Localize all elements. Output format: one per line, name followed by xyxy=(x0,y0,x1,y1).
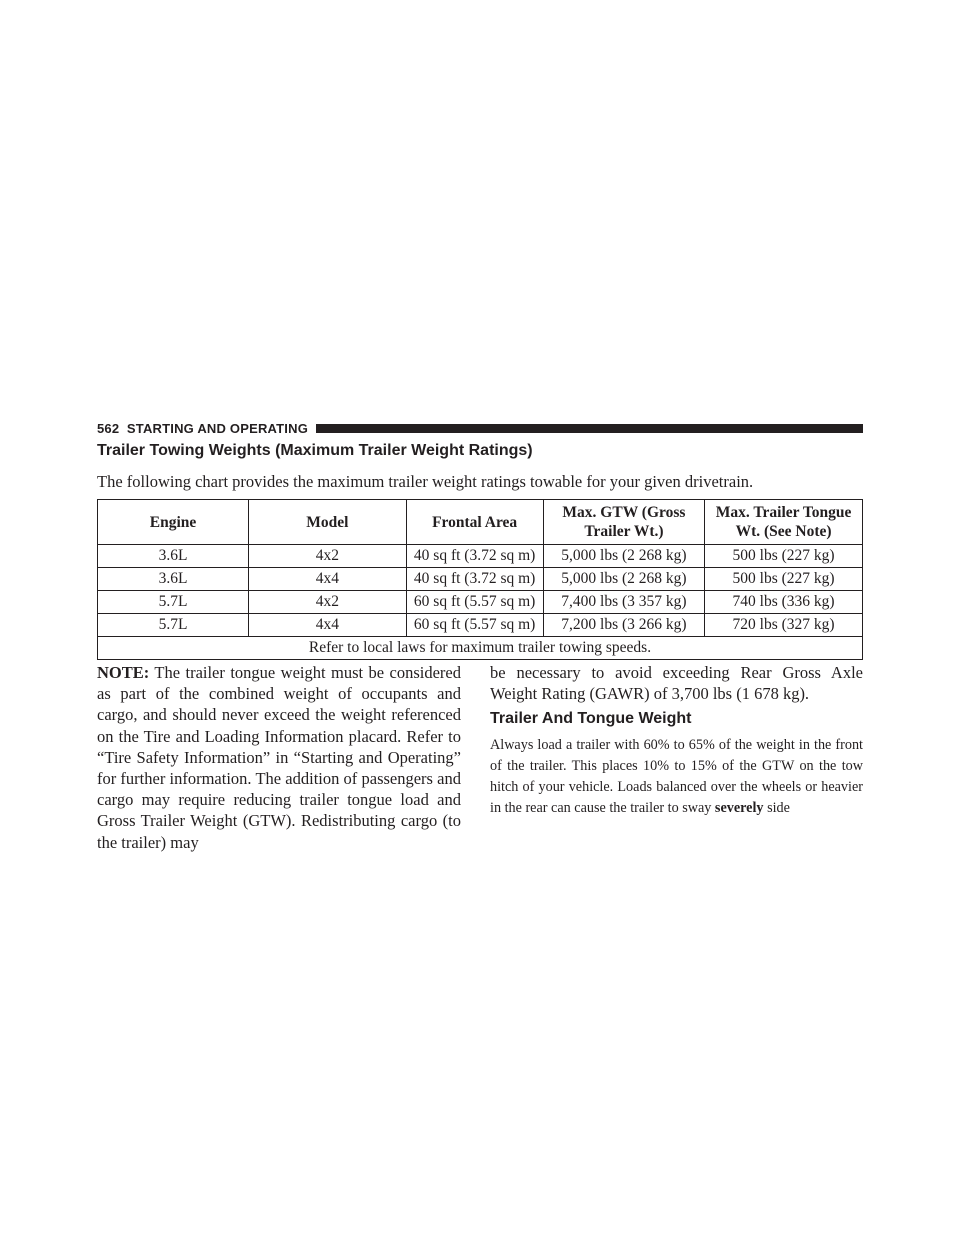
cell-engine: 3.6L xyxy=(96,567,250,591)
header-tongue-line1: Max. Trailer Tongue xyxy=(715,504,852,521)
page-header-text: 562 STARTING AND OPERATING xyxy=(97,421,308,436)
cell-model: 4x2 xyxy=(248,590,407,614)
header-max-gtw-line2: Trailer Wt.) xyxy=(584,523,664,540)
cell-frontal-area: 60 sq ft (5.57 sq m) xyxy=(405,590,544,614)
table-header-row: Engine Model Frontal Area Max. GTW (Gros… xyxy=(96,499,863,545)
section-title: Trailer Towing Weights (Maximum Trailer … xyxy=(97,442,533,459)
cell-frontal-area: 40 sq ft (3.72 sq m) xyxy=(405,567,544,591)
tongue-weight-title: Trailer And Tongue Weight xyxy=(490,710,692,727)
cell-tongue: 740 lbs (336 kg) xyxy=(704,590,863,614)
header-engine: Engine xyxy=(96,499,250,545)
tongue-weight-paragraph: Always load a trailer with 60% to 65% of… xyxy=(490,735,863,819)
header-rule xyxy=(316,423,863,433)
tongue-text-after: side xyxy=(767,800,790,816)
cell-tongue: 500 lbs (227 kg) xyxy=(704,567,863,591)
cell-engine: 5.7L xyxy=(96,590,250,614)
note-text-left: The trailer tongue weight must be consid… xyxy=(97,663,461,852)
table-footer-row: Refer to local laws for maximum trailer … xyxy=(97,636,863,660)
header-frontal-area: Frontal Area xyxy=(405,499,544,545)
table-row: 5.7L 4x4 60 sq ft (5.57 sq m) 7,200 lbs … xyxy=(96,613,863,637)
table-row: 3.6L 4x4 40 sq ft (3.72 sq m) 5,000 lbs … xyxy=(96,567,863,591)
cell-frontal-area: 60 sq ft (5.57 sq m) xyxy=(405,613,544,637)
intro-paragraph: The following chart provides the maximum… xyxy=(97,472,754,491)
section-name: STARTING AND OPERATING xyxy=(126,420,309,436)
note-paragraph: NOTE: The trailer tongue weight must be … xyxy=(97,662,461,853)
cell-engine: 5.7L xyxy=(96,613,250,637)
header-model: Model xyxy=(248,499,407,545)
page-number: 562 xyxy=(97,420,120,436)
table-row: 3.6L 4x2 40 sq ft (3.72 sq m) 5,000 lbs … xyxy=(96,544,863,568)
cell-model: 4x4 xyxy=(248,567,407,591)
cell-frontal-area: 40 sq ft (3.72 sq m) xyxy=(405,544,544,568)
cell-max-gtw: 5,000 lbs (2 268 kg) xyxy=(542,567,706,591)
tongue-text-before: Always load a trailer with 60% to 65% of… xyxy=(490,737,863,816)
header-max-gtw-line1: Max. GTW (Gross xyxy=(562,504,686,521)
cell-model: 4x2 xyxy=(248,544,407,568)
table-row: 5.7L 4x2 60 sq ft (5.57 sq m) 7,400 lbs … xyxy=(96,590,863,614)
header-tongue-line2: Wt. (See Note) xyxy=(735,523,832,540)
note-column-left: NOTE: The trailer tongue weight must be … xyxy=(97,662,461,853)
trailer-weight-table: Engine Model Frontal Area Max. GTW (Gros… xyxy=(96,499,863,660)
cell-tongue: 500 lbs (227 kg) xyxy=(704,544,863,568)
cell-max-gtw: 7,200 lbs (3 266 kg) xyxy=(542,613,706,637)
tongue-bold-word: severely xyxy=(714,800,764,816)
cell-max-gtw: 5,000 lbs (2 268 kg) xyxy=(542,544,706,568)
cell-max-gtw: 7,400 lbs (3 357 kg) xyxy=(542,590,706,614)
table-footer-note: Refer to local laws for maximum trailer … xyxy=(97,636,863,660)
page-header: 562 STARTING AND OPERATING xyxy=(97,418,863,438)
cell-engine: 3.6L xyxy=(96,544,250,568)
note-label: NOTE: xyxy=(97,663,150,682)
cell-model: 4x4 xyxy=(248,613,407,637)
note-column-right: be necessary to avoid exceeding Rear Gro… xyxy=(490,662,863,704)
note-text-right: be necessary to avoid exceeding Rear Gro… xyxy=(490,663,863,704)
cell-tongue: 720 lbs (327 kg) xyxy=(704,613,863,637)
